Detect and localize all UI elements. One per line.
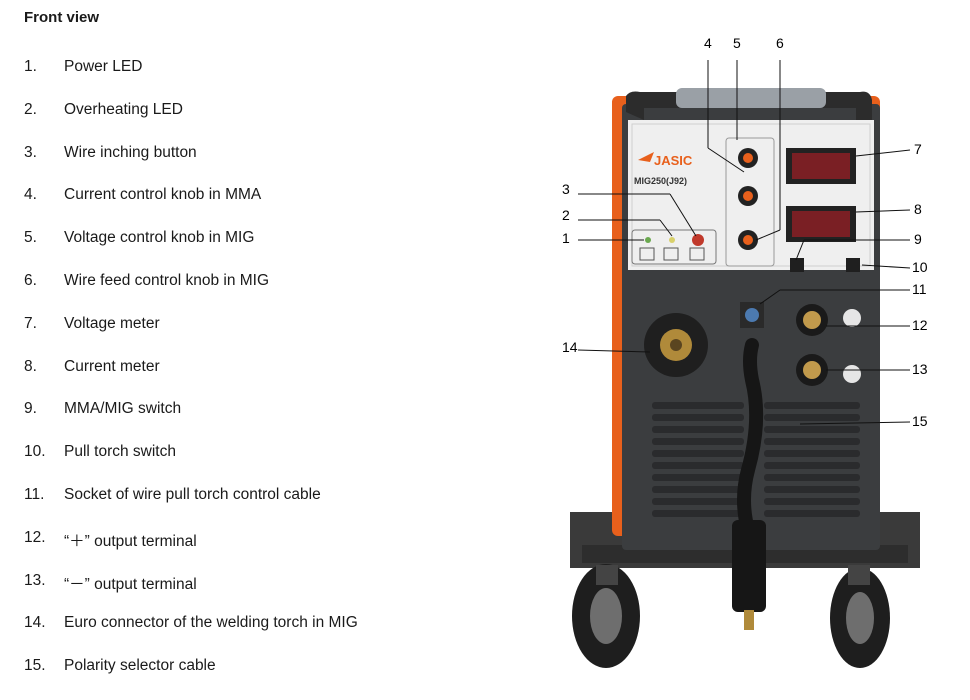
overheat-led xyxy=(669,237,675,243)
section-heading: Front view xyxy=(24,9,100,26)
callout-4: 4 xyxy=(704,35,712,51)
component-list: 1.Power LED 2.Overheating LED 3.Wire inc… xyxy=(24,58,358,700)
callout-15: 15 xyxy=(912,413,928,429)
list-item: 9.MMA/MIG switch xyxy=(24,400,182,418)
callout-11: 11 xyxy=(912,281,927,297)
callout-14: 14 xyxy=(562,339,578,355)
welder-front-illustration: JASIC MIG250(J92) xyxy=(548,32,970,699)
callout-10: 10 xyxy=(912,259,928,275)
callout-9: 9 xyxy=(914,231,922,247)
list-item: 12.“＋” output terminal xyxy=(24,528,197,550)
list-item: 15.Polarity selector cable xyxy=(24,657,216,675)
callout-6: 6 xyxy=(776,35,784,51)
led-panel xyxy=(631,229,717,265)
vent-grille xyxy=(652,402,860,517)
list-item: 8.Current meter xyxy=(24,357,160,375)
callout-12: 12 xyxy=(912,317,928,333)
list-item: 10.Pull torch switch xyxy=(24,443,176,461)
list-item: 14.Euro connector of the welding torch i… xyxy=(24,614,358,632)
callout-7: 7 xyxy=(914,141,922,157)
list-item: 5.Voltage control knob in MIG xyxy=(24,229,255,247)
list-item: 11.Socket of wire pull torch control cab… xyxy=(24,485,321,503)
callout-8: 8 xyxy=(914,201,922,217)
list-item: 1.Power LED xyxy=(24,58,143,75)
callout-2: 2 xyxy=(562,207,570,223)
brand-logo: JASIC xyxy=(654,153,693,168)
list-item: 4.Current control knob in MMA xyxy=(24,186,262,204)
callout-13: 13 xyxy=(912,361,928,377)
wire-inching-button xyxy=(692,234,704,246)
list-item: 3.Wire inching button xyxy=(24,143,197,161)
mma-mig-switch xyxy=(790,258,804,272)
list-item: 13.“－” output terminal xyxy=(24,571,197,593)
polarity-cable xyxy=(737,338,764,537)
list-item: 7.Voltage meter xyxy=(24,314,160,332)
callout-3: 3 xyxy=(562,181,570,197)
callout-1: 1 xyxy=(562,230,570,246)
list-item: 6.Wire feed control knob in MIG xyxy=(24,271,270,289)
model-label: MIG250(J92) xyxy=(634,176,687,186)
list-item: 2.Overheating LED xyxy=(24,100,183,118)
pull-torch-switch xyxy=(846,258,860,272)
callout-5: 5 xyxy=(733,35,741,51)
power-led xyxy=(645,237,651,243)
